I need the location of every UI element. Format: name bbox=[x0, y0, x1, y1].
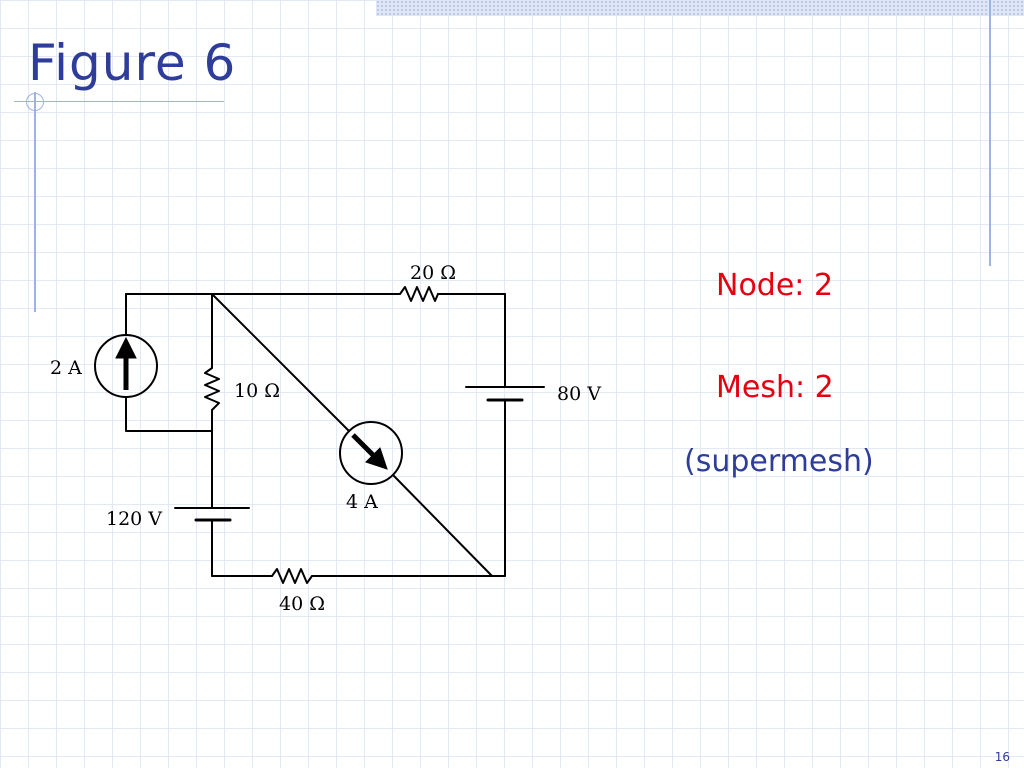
resistor-20-ohm bbox=[399, 286, 439, 302]
current-source-2a bbox=[94, 334, 158, 398]
label-20-ohm: 20 Ω bbox=[410, 262, 456, 284]
slide-title: Figure 6 bbox=[28, 34, 237, 92]
label-2a: 2 A bbox=[50, 357, 82, 379]
right-accent-line bbox=[989, 0, 991, 266]
resistor-40-ohm bbox=[271, 568, 313, 584]
arrow-2a-head bbox=[115, 336, 137, 359]
label-80v: 80 V bbox=[557, 383, 601, 405]
corner-circle-ornament bbox=[26, 93, 44, 111]
resistor-10-ohm bbox=[204, 367, 220, 411]
label-4a: 4 A bbox=[346, 491, 378, 513]
left-wire bbox=[125, 293, 213, 432]
mesh-count-label: Mesh: 2 bbox=[716, 370, 834, 405]
diagonal-wire bbox=[211, 293, 493, 577]
arrow-4a-head bbox=[365, 447, 388, 470]
top-decorative-band bbox=[376, 0, 1024, 16]
label-120v: 120 V bbox=[106, 508, 162, 530]
current-source-4a bbox=[339, 421, 403, 485]
left-accent-line bbox=[34, 92, 36, 312]
supermesh-label: (supermesh) bbox=[684, 444, 874, 479]
page-number: 16 bbox=[994, 750, 1010, 764]
arrow-4a-shaft bbox=[351, 433, 378, 460]
label-40-ohm: 40 Ω bbox=[279, 593, 325, 615]
title-underline bbox=[14, 101, 224, 102]
node-count-label: Node: 2 bbox=[716, 268, 834, 303]
label-10-ohm: 10 Ω bbox=[234, 380, 280, 402]
